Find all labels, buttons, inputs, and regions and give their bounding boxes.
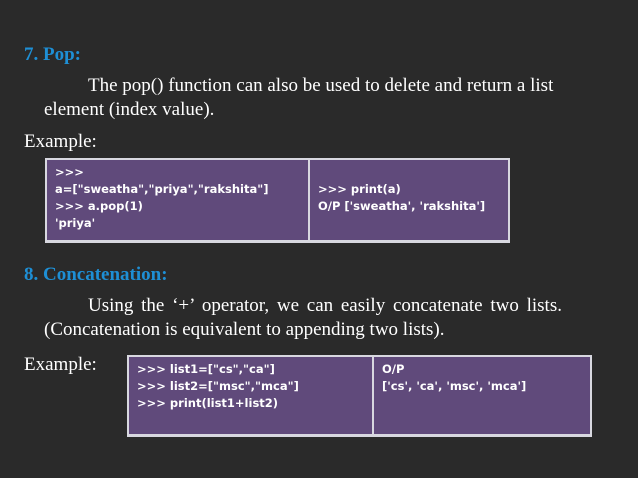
- pop-code-table: >>> a=["sweatha","priya","rakshita"] >>>…: [45, 158, 510, 243]
- concat-heading: 8. Concatenation:: [24, 264, 168, 285]
- code-line: O/P ['sweatha', 'rakshita']: [318, 199, 486, 213]
- concat-code-input-cell: >>> list1=["cs","ca"] >>> list2=["msc","…: [129, 357, 374, 434]
- code-line: >>> print(list1+list2): [137, 396, 279, 410]
- code-line: ['cs', 'ca', 'msc', 'mca']: [382, 379, 527, 393]
- pop-paragraph-line2: element (index value).: [44, 99, 215, 120]
- pop-code-output-cell: >>> print(a) O/P ['sweatha', 'rakshita']: [310, 160, 493, 240]
- pop-heading: 7. Pop:: [24, 44, 81, 65]
- code-line: >>>: [55, 165, 84, 179]
- code-line: >>> print(a): [318, 182, 401, 196]
- code-line: >>> list1=["cs","ca"]: [137, 362, 275, 376]
- code-line: O/P: [382, 362, 405, 376]
- pop-paragraph-line1: The pop() function can also be used to d…: [88, 75, 554, 96]
- code-line: >>> a.pop(1): [55, 199, 143, 213]
- concat-code-output-cell: O/P ['cs', 'ca', 'msc', 'mca']: [374, 357, 534, 434]
- pop-example-label: Example:: [24, 131, 97, 152]
- concat-code-table: >>> list1=["cs","ca"] >>> list2=["msc","…: [127, 355, 592, 437]
- concat-paragraph-line2: (Concatenation is equivalent to appendin…: [44, 319, 445, 340]
- code-line: a=["sweatha","priya","rakshita"]: [55, 182, 269, 196]
- pop-code-input-cell: >>> a=["sweatha","priya","rakshita"] >>>…: [47, 160, 310, 240]
- concat-example-label: Example:: [24, 354, 97, 375]
- concat-paragraph-line1: Using the ‘+’ operator, we can easily co…: [88, 295, 562, 316]
- code-line: 'priya': [55, 216, 96, 230]
- code-line: >>> list2=["msc","mca"]: [137, 379, 299, 393]
